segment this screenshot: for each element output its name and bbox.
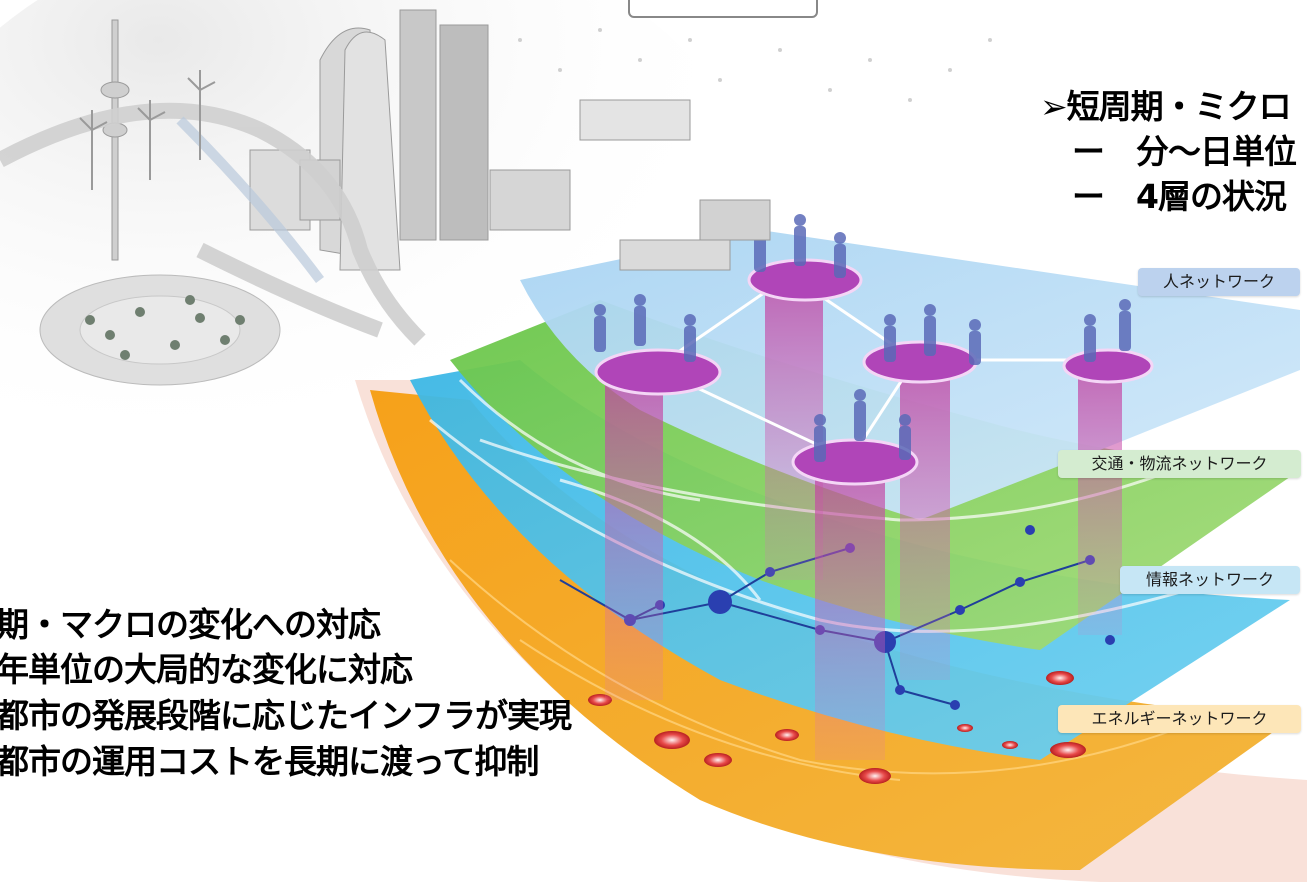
left-item-1: 年単位の大局的な変化に対応: [0, 650, 413, 689]
layer-label-information: 情報ネットワーク: [1120, 566, 1300, 594]
left-heading: 期・マクロの変化への対応: [0, 605, 381, 644]
layer-label-energy: エネルギーネットワーク: [1058, 705, 1301, 733]
left-item-3: 都市の運用コストを長期に渡って抑制: [0, 742, 539, 781]
layer-label-people: 人ネットワーク: [1138, 268, 1300, 296]
top-caption-box: [628, 0, 818, 18]
left-item-2: 都市の発展段階に応じたインフラが実現: [0, 696, 572, 735]
layer-label-transport: 交通・物流ネットワーク: [1058, 450, 1301, 478]
right-item-2: ー 4層の状況: [1072, 177, 1287, 216]
right-heading: ➢短周期・ミクロ: [1040, 87, 1292, 126]
right-item-1: ー 分～日単位: [1072, 132, 1297, 171]
